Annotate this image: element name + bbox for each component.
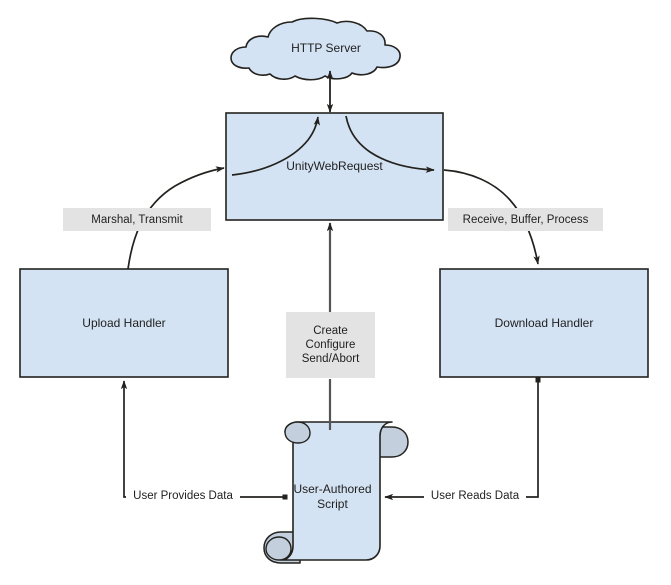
edge-label-user-provides-data: User Provides Data [126,486,240,506]
node-upload-handler[interactable] [19,268,229,378]
edge-label-marshal-transmit: Marshal, Transmit [63,208,211,231]
edge-request-inner-left [231,116,321,176]
node-user-script[interactable] [263,421,409,564]
node-download-handler[interactable] [439,268,649,378]
edge-label-create-configure-send: Create Configure Send/Abort [286,312,375,378]
edge-request-to-download [443,169,540,265]
edge-label-user-reads-data: User Reads Data [424,486,526,506]
edge-request-inner-right [345,115,435,173]
edge-label-receive-buffer-process: Receive, Buffer, Process [448,208,603,231]
node-http-server[interactable] [230,17,401,81]
node-unitywebrequest[interactable] [225,112,444,221]
edge-upload-to-request [127,166,225,270]
edge-user-provides-data [120,380,288,500]
